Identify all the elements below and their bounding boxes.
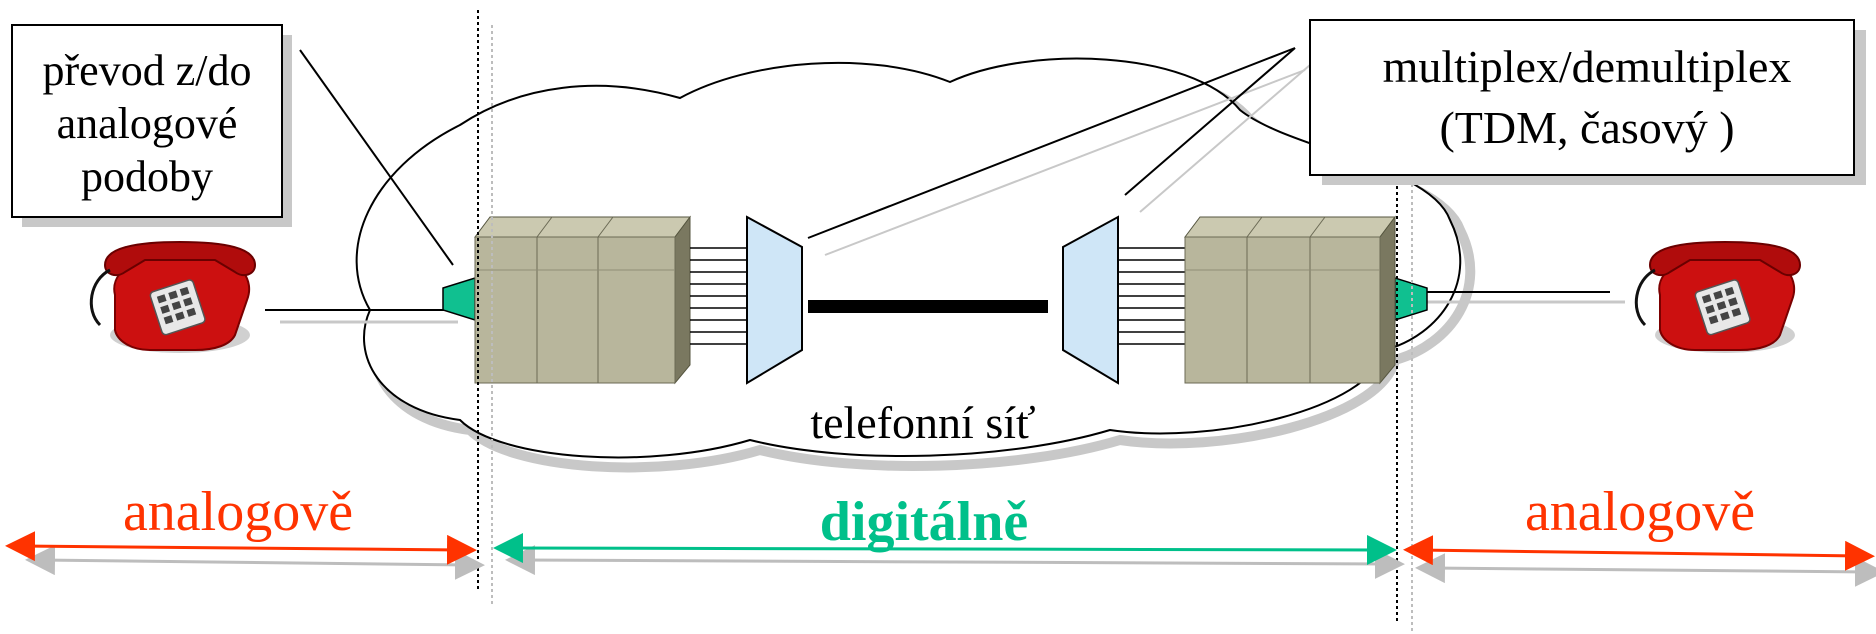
mux-leader-left-shadow [824, 69, 1306, 256]
conversion-label-line2: analogové [57, 99, 238, 148]
mux-leader-left [807, 47, 1296, 239]
conversion-callout [11, 24, 283, 218]
mux-leader-right [1124, 47, 1296, 196]
network-label: telefonní síť [810, 397, 1035, 448]
conversion-label-line3: podoby [81, 152, 213, 201]
middle-zone-arrow-shadow [505, 545, 1405, 579]
right-zone-arrow-shadow [1415, 553, 1876, 587]
conversion-leader [299, 49, 454, 266]
left-zone-arrow [5, 531, 477, 565]
left-multiplexer-icon [746, 215, 803, 385]
mux-callout [1309, 19, 1855, 176]
right-demultiplexer-icon [1062, 215, 1119, 385]
right-telephone-icon [1634, 240, 1802, 353]
right-switch-cabinet-icon [1184, 215, 1396, 385]
conversion-label-line1: převod z/do [43, 46, 252, 95]
mux-leader-right-shadow [1139, 64, 1311, 213]
middle-zone-arrow [493, 533, 1397, 565]
left-switch-cabinet-icon [474, 215, 691, 385]
left-telephone-icon [89, 240, 257, 353]
right-zone-arrow [1403, 535, 1875, 571]
right-zone-label: analogově [1525, 481, 1755, 543]
left-zone-label: analogově [123, 481, 353, 543]
mux-label-line1: multiplex/demultiplex [1383, 41, 1792, 92]
left-zone-arrow-shadow [25, 545, 485, 580]
right-channel-lines [1118, 247, 1185, 345]
digital-trunk [808, 300, 1048, 313]
middle-zone-label: digitálně [820, 491, 1028, 553]
mux-label-line2: (TDM, časový ) [1439, 102, 1734, 153]
left-channel-lines [690, 247, 747, 345]
